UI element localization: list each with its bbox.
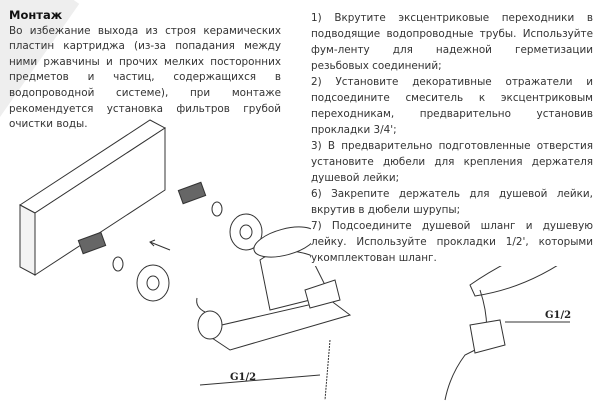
step-7: 7) Подсоедините душевой шланг и душевую … <box>311 220 593 264</box>
holder-thread-label: G1/2 <box>545 310 572 321</box>
intro-text: Во избежание выхода из строя керамически… <box>9 24 281 131</box>
step-3: 3) В предварительно подготовленные отвер… <box>311 140 593 184</box>
eccentric-adapters-illustration <box>77 181 263 302</box>
wall-plate-illustration <box>19 119 166 276</box>
step-6: 6) Закрепите держатель для душевой лейки… <box>311 188 593 216</box>
step-1: 1) Вкрутите эксцентриковые переходники в… <box>311 12 593 72</box>
step-2: 2) Установите декоративные отражатели и … <box>311 76 593 136</box>
faucet-thread-label: G1/2 <box>230 372 257 383</box>
section-title: Монтаж <box>9 8 63 22</box>
intro-block: Монтаж Во избежание выхода из строя кера… <box>9 8 281 133</box>
arrows <box>149 239 206 313</box>
steps-list: 1) Вкрутите эксцентриковые переходники в… <box>311 10 593 266</box>
